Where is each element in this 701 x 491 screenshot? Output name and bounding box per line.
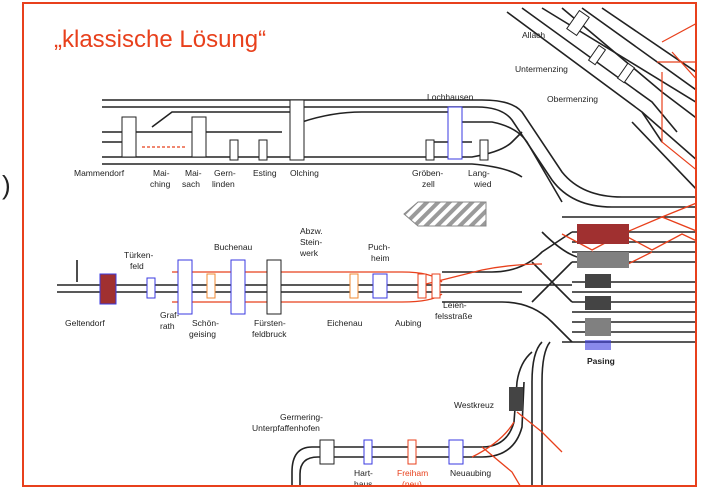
olching-label: Olching	[290, 168, 319, 178]
aubing-platform-2	[431, 273, 441, 299]
mammendorf-label: Mammendorf	[74, 168, 125, 178]
esting-label: Esting	[253, 168, 277, 178]
schoengeising-label-1: Schön-	[192, 318, 219, 328]
upper-line-tracks	[102, 99, 695, 208]
harthaus-label-2: haus	[354, 479, 372, 487]
allach-platform	[566, 9, 590, 37]
upper-right-new-tracks	[657, 23, 695, 170]
westkreuz-platform	[509, 387, 523, 411]
eichenau-label: Eichenau	[327, 318, 363, 328]
steinwerk-label-2: Stein-	[300, 237, 322, 247]
germering-label-1: Germering-	[280, 412, 323, 422]
maisach-label-1: Mai-	[185, 168, 202, 178]
langwied-label-2: wied	[473, 179, 492, 189]
fuerstenfeldbruck-label-1: Fürsten-	[254, 318, 286, 328]
gernlinden-label-1: Gern-	[214, 168, 236, 178]
gernlinden-label-2: linden	[212, 179, 235, 189]
grafrath-label-2: rath	[160, 321, 175, 331]
malching-label-1: Mai-	[153, 168, 170, 178]
obermenzing-label: Obermenzing	[547, 94, 598, 104]
tuerkenfeld-label-2: feld	[130, 261, 144, 271]
neuaubing-label: Neuaubing	[450, 468, 491, 478]
track-diagram: Allach Untermenzing Obermenzing Lochhaus…	[57, 7, 695, 487]
obermenzing-platform	[616, 62, 636, 84]
pasing-block-3	[585, 274, 611, 288]
lower-line-tracks	[291, 351, 533, 485]
schoengeising-platform	[206, 273, 216, 299]
fuerstenfeldbruck-platform	[266, 259, 282, 315]
geltendorf-label: Geltendorf	[65, 318, 105, 328]
lower-line-new-tracks	[471, 411, 563, 485]
tuerkenfeld-label-1: Türken-	[124, 250, 153, 260]
puchheim-platform	[372, 273, 388, 299]
eichenau-platform	[349, 273, 359, 299]
mammendorf-platform	[121, 116, 137, 158]
groebenzell-label-1: Gröben-	[412, 168, 443, 178]
steinwerk-label-3: werk	[299, 248, 319, 258]
lochhausen-label: Lochhausen	[427, 92, 474, 102]
grafrath-platform	[146, 277, 156, 299]
allach-label: Allach	[522, 30, 545, 40]
harthaus-platform	[363, 439, 373, 465]
tuerkenfeld-schoengeising-platform	[177, 259, 193, 315]
buchenau-platform	[230, 259, 246, 315]
aubing-platform-1	[417, 273, 427, 299]
groebenzell-label-2: zell	[422, 179, 435, 189]
freiham-platform	[407, 439, 417, 465]
buchenau-label: Buchenau	[214, 242, 253, 252]
langwied-label-1: Lang-	[468, 168, 490, 178]
pasing-block-4	[585, 296, 611, 310]
olching-platform	[289, 99, 305, 161]
schoengeising-label-2: geising	[189, 329, 216, 339]
leienfelsstrasse-label-2: felsstraße	[435, 311, 473, 321]
pasing-block-2	[577, 252, 629, 268]
slide-title: „klassische Lösung“	[54, 26, 267, 53]
slide-frame: „klassische Lösung“ Allac	[22, 2, 697, 487]
gernlinden-platform	[229, 139, 239, 161]
germering-label-2: Unterpfaffenhofen	[252, 423, 320, 433]
parenthesis-fragment: )	[2, 170, 11, 200]
germering-platform	[319, 439, 335, 465]
leienfelsstrasse-label-1: Leien-	[443, 300, 467, 310]
langwied-platform	[479, 139, 489, 161]
untermenzing-platform	[587, 44, 607, 66]
lochhausen-platform	[447, 106, 463, 160]
malching-label-2: ching	[150, 179, 171, 189]
esting-platform	[258, 139, 268, 161]
pasing-block-5	[585, 318, 611, 336]
puchheim-label-1: Puch-	[368, 242, 390, 252]
puchheim-label-2: heim	[371, 253, 389, 263]
aubing-label: Aubing	[395, 318, 422, 328]
hatched-depot	[403, 201, 487, 227]
untermenzing-label: Untermenzing	[515, 64, 568, 74]
groebenzell-platform	[425, 139, 435, 161]
pasing-block-6	[585, 340, 611, 350]
freiham-label-1: Freiham	[397, 468, 428, 478]
grafrath-label-1: Graf-	[160, 310, 180, 320]
fuerstenfeldbruck-label-2: feldbruck	[252, 329, 287, 339]
harthaus-label-1: Hart-	[354, 468, 373, 478]
maisach-label-2: sach	[182, 179, 200, 189]
pasing-block-1	[577, 224, 629, 244]
freiham-label-2: (neu)	[402, 479, 422, 487]
geltendorf-platform	[99, 273, 117, 305]
westkreuz-label: Westkreuz	[454, 400, 494, 410]
neuaubing-platform	[448, 439, 464, 465]
pasing-label: Pasing	[587, 356, 615, 366]
maisach-platform	[191, 116, 207, 158]
steinwerk-label-1: Abzw.	[300, 226, 323, 236]
